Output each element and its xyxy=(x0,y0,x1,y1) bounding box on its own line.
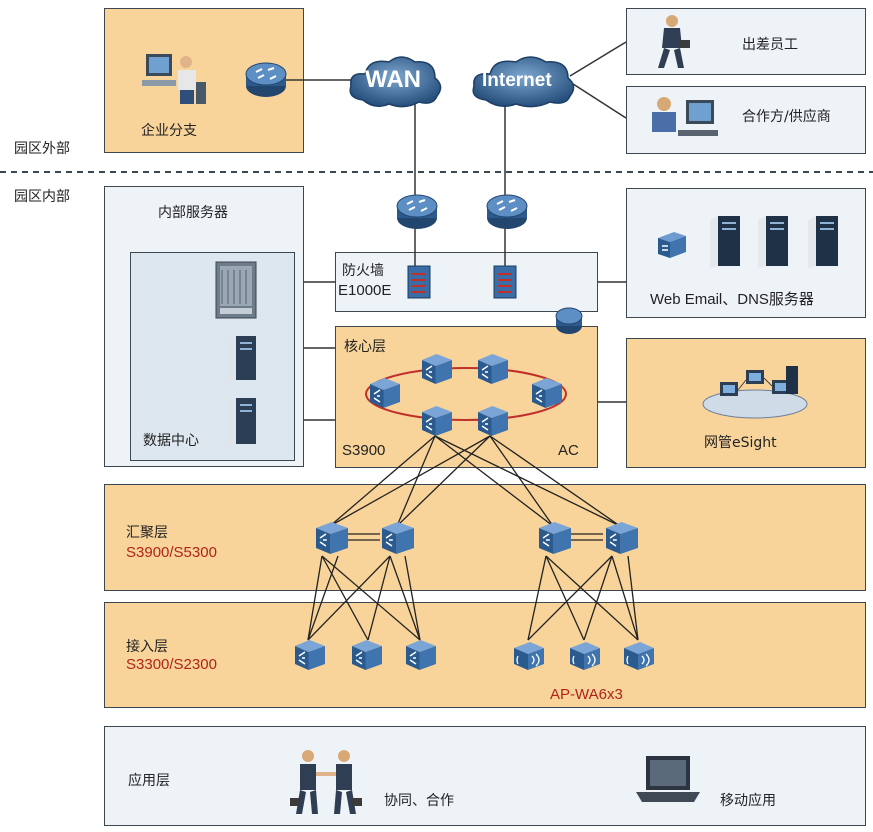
firewall-label: 防火墙 xyxy=(342,263,384,279)
zone-outside-label: 园区外部 xyxy=(14,141,70,157)
collab-label: 协同、合作 xyxy=(384,793,454,809)
access-point-icon xyxy=(624,642,654,670)
application-box xyxy=(104,726,866,826)
datacenter-server-icon-1 xyxy=(228,336,256,382)
core-switch-icon xyxy=(422,406,452,436)
rack-server-icon xyxy=(215,261,257,319)
web-server-label: Web Email、DNS服务器 xyxy=(650,291,814,308)
core-switch-icon xyxy=(370,378,400,408)
firewall-model-label: E1000E xyxy=(338,282,392,299)
branch-user-icon xyxy=(142,54,206,104)
core-switch-icon xyxy=(478,354,508,384)
core-switch-icon xyxy=(422,354,452,384)
web-switch-icon xyxy=(658,232,686,258)
small-router-icon xyxy=(555,307,583,334)
access-model: S3300/S2300 xyxy=(126,656,217,673)
aggregation-switch-icon xyxy=(316,522,348,554)
internal-server-label: 内部服务器 xyxy=(158,205,228,221)
nms-label: 网管eSight xyxy=(704,435,777,451)
access-box xyxy=(104,602,866,708)
access-ap-label: AP-WA6x3 xyxy=(550,686,623,703)
aggregation-switch-icon xyxy=(539,522,571,554)
firewall-icon-2 xyxy=(493,265,517,299)
internet-cloud-icon xyxy=(472,56,575,108)
access-switch-icon xyxy=(295,640,325,670)
access-point-icon xyxy=(570,642,600,670)
application-title: 应用层 xyxy=(128,773,170,789)
core-switch-label: S3900 xyxy=(342,442,386,459)
travel-label: 出差员工 xyxy=(742,37,798,53)
zone-inside-label: 园区内部 xyxy=(14,189,70,205)
internet-label: Internet xyxy=(482,70,552,91)
wan-router-icon xyxy=(396,194,438,229)
internet-router-icon xyxy=(486,194,528,229)
firewall-box xyxy=(335,252,598,312)
access-switch-icon xyxy=(352,640,382,670)
firewall-icon-1 xyxy=(407,265,431,299)
aggregation-title: 汇聚层 xyxy=(126,525,168,541)
partner-user-icon xyxy=(652,97,718,136)
mobile-label: 移动应用 xyxy=(720,793,776,809)
datacenter-server-icon-2 xyxy=(228,398,256,446)
branch-label: 企业分支 xyxy=(141,123,197,139)
web-server-icon-2 xyxy=(758,216,788,268)
laptop-icon xyxy=(636,756,700,802)
core-switch-icon xyxy=(532,378,562,408)
wan-cloud-icon xyxy=(349,56,442,108)
core-switch-icon xyxy=(478,406,508,436)
web-server-icon-3 xyxy=(808,216,838,268)
partner-label: 合作方/供应商 xyxy=(742,109,831,125)
datacenter-box xyxy=(130,252,295,461)
handshake-icon xyxy=(290,750,362,814)
aggregation-switch-icon xyxy=(606,522,638,554)
aggregation-box xyxy=(104,484,866,591)
core-ac-label: AC xyxy=(558,442,579,459)
travel-person-icon xyxy=(658,15,690,68)
core-title: 核心层 xyxy=(344,339,386,355)
datacenter-label: 数据中心 xyxy=(143,433,199,449)
web-server-icon-1 xyxy=(710,216,740,268)
branch-router-icon xyxy=(245,62,287,97)
aggregation-model: S3900/S5300 xyxy=(126,544,217,561)
nms-network-icon xyxy=(702,366,808,419)
wan-label: WAN xyxy=(365,66,421,93)
access-point-icon xyxy=(514,642,544,670)
access-switch-icon xyxy=(406,640,436,670)
access-title: 接入层 xyxy=(126,639,168,655)
aggregation-switch-icon xyxy=(382,522,414,554)
